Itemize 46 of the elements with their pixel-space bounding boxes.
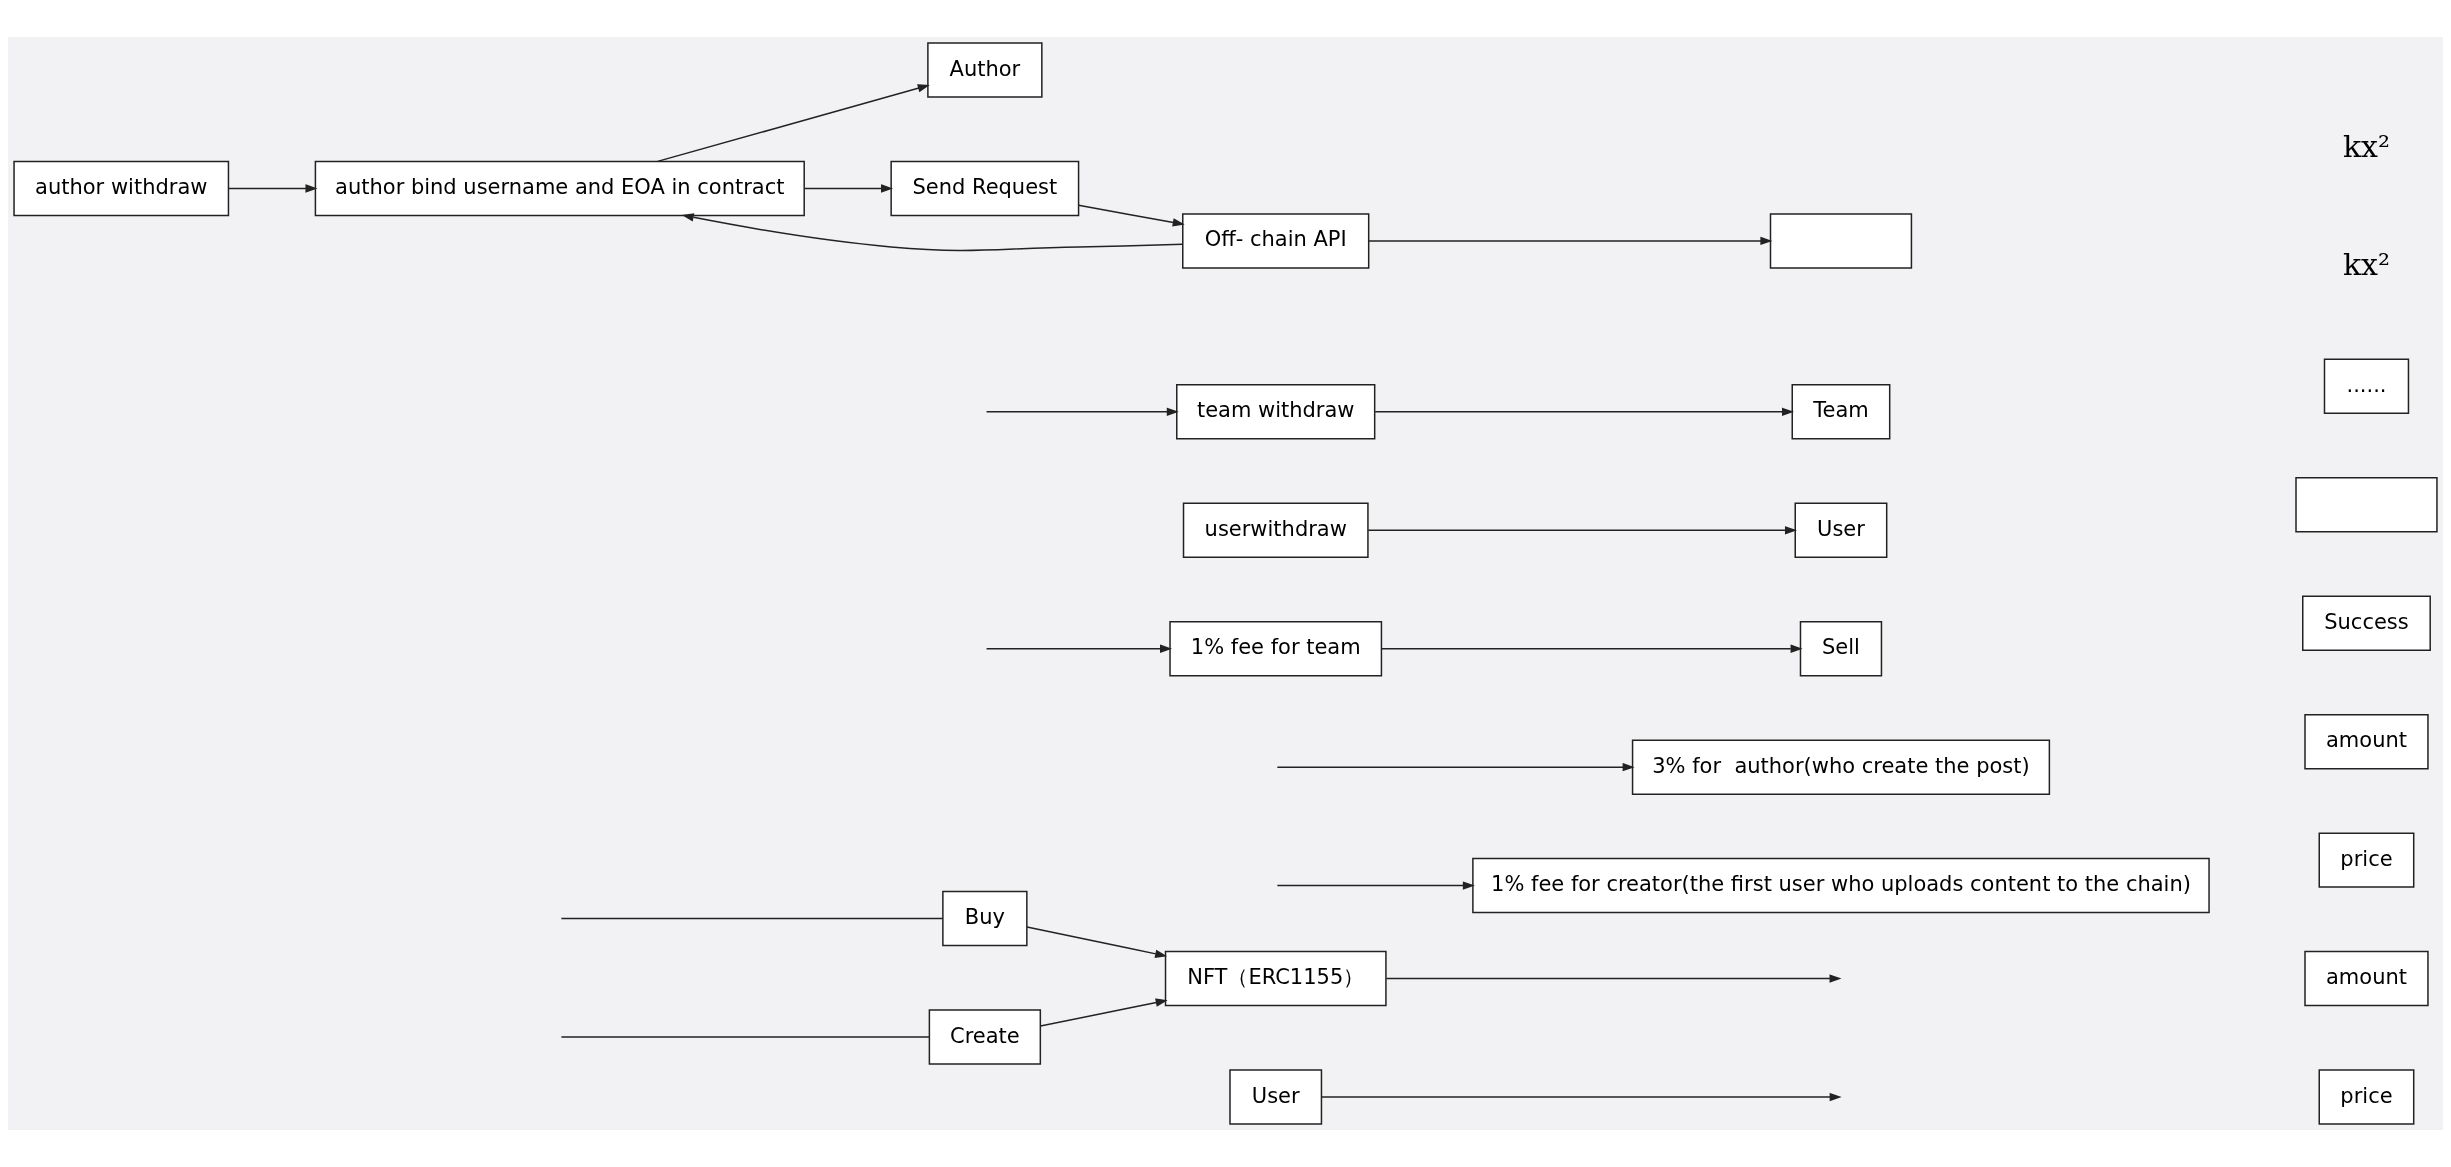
arrow bbox=[1374, 407, 1794, 417]
connector bbox=[560, 1036, 930, 1038]
arrow bbox=[1077, 204, 1185, 227]
node-box: userwithdraw bbox=[1182, 502, 1369, 558]
node-box: User bbox=[1794, 502, 1888, 558]
node-box: 3% for author(who create the post) bbox=[1631, 739, 2051, 795]
arrow bbox=[985, 407, 1179, 417]
node-box: User bbox=[1229, 1069, 1323, 1125]
node-box bbox=[1769, 213, 1913, 269]
connector bbox=[560, 917, 944, 920]
node-box: NFT（ERC1155） bbox=[1164, 950, 1387, 1007]
node-box: Buy bbox=[942, 890, 1028, 947]
node-box: Off- chain API bbox=[1182, 213, 1370, 269]
node-box: Sell bbox=[1799, 621, 1883, 677]
node-box: Team bbox=[1791, 384, 1891, 440]
node-box: 1% fee for team bbox=[1169, 621, 1383, 677]
node-box: author bind username and EOA in contract bbox=[314, 160, 805, 217]
node-box: author withdraw bbox=[13, 160, 230, 217]
node-box: Create bbox=[928, 1009, 1042, 1065]
node-box: price bbox=[2318, 1069, 2415, 1125]
arrow bbox=[228, 184, 318, 193]
node-box: amount bbox=[2304, 950, 2429, 1007]
node-box: ...... bbox=[2323, 358, 2410, 415]
arrow bbox=[681, 213, 1184, 252]
arrow bbox=[1380, 644, 1803, 653]
arrow bbox=[1039, 998, 1168, 1027]
arrow bbox=[1385, 974, 1842, 983]
arrow bbox=[1276, 762, 1635, 772]
node-box: Send Request bbox=[890, 160, 1080, 217]
arrow bbox=[1368, 236, 1773, 246]
arrow bbox=[985, 644, 1172, 653]
node-box: Success bbox=[2302, 595, 2431, 651]
node-box: 1% fee for creator(the first user who uploads content to the chain) bbox=[1472, 857, 2210, 914]
arrow bbox=[656, 84, 930, 163]
node-box bbox=[2295, 477, 2438, 533]
node-box: Author bbox=[927, 42, 1043, 98]
arrow bbox=[1321, 1092, 1842, 1102]
arrow bbox=[1276, 881, 1475, 890]
arrow bbox=[1026, 926, 1168, 958]
arrow bbox=[1367, 526, 1797, 535]
label: kx² bbox=[2342, 247, 2391, 283]
node-box: team withdraw bbox=[1176, 384, 1376, 440]
arrow bbox=[803, 184, 894, 193]
node-box: price bbox=[2318, 832, 2415, 888]
label: kx² bbox=[2342, 128, 2391, 164]
node-box: amount bbox=[2304, 713, 2429, 770]
